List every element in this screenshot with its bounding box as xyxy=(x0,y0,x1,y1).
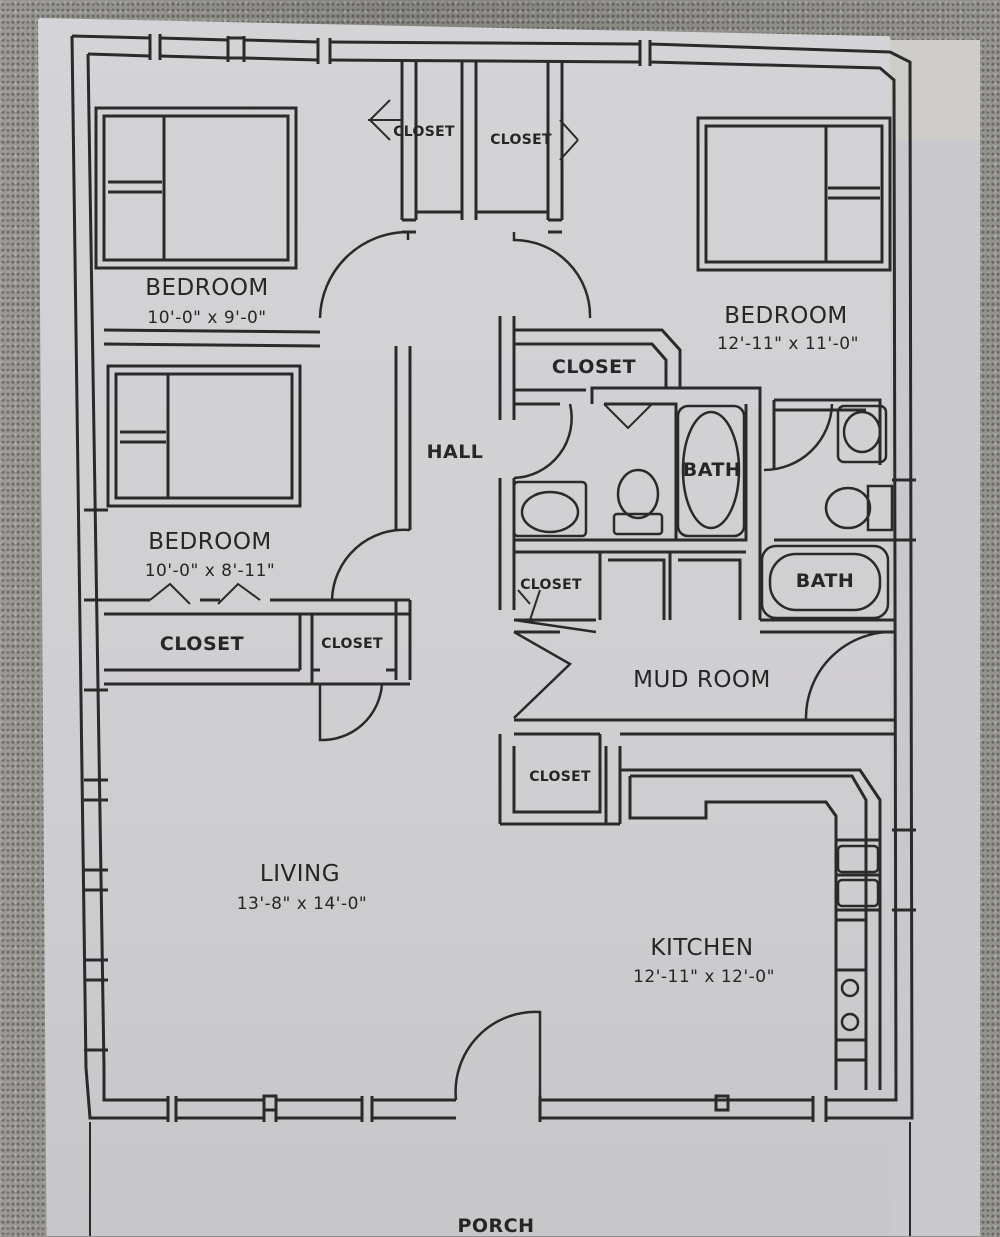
exterior-walls xyxy=(70,34,916,1122)
bedroom-2-size: 12'-11" x 11'-0" xyxy=(717,334,859,354)
bath-1-label: BATH xyxy=(682,459,742,481)
bedroom-3-size: 10'-0" x 8'-11" xyxy=(144,561,276,581)
bed-top-left xyxy=(94,106,298,270)
kitchen-label: KITCHEN xyxy=(650,935,754,961)
living-label: LIVING xyxy=(259,861,341,887)
closet-kitchen-label: CLOSET xyxy=(529,769,591,785)
kitchen-size: 12'-11" x 12'-0" xyxy=(633,967,775,987)
closet-bedroom-label: CLOSET xyxy=(159,633,245,655)
interior-walls xyxy=(103,60,896,1090)
closet-hall-label: CLOSET xyxy=(321,636,383,652)
bed-top-right xyxy=(696,116,892,272)
door-swings xyxy=(149,99,897,1101)
closet-bath-label: CLOSET xyxy=(551,356,637,378)
porch-outline xyxy=(89,1122,911,1236)
hall-label: HALL xyxy=(426,441,484,463)
closet-top-right-label: CLOSET xyxy=(490,132,552,148)
floor-plan-sheet xyxy=(38,18,890,1236)
bath-fixtures xyxy=(512,404,894,1032)
bedroom-3-label: BEDROOM xyxy=(148,529,272,555)
closet-top-left-label: CLOSET xyxy=(393,124,455,140)
bed-middle-left xyxy=(106,364,302,508)
bedroom-1-size: 10'-0" x 9'-0" xyxy=(147,308,267,328)
bedroom-2-label: BEDROOM xyxy=(724,303,848,329)
porch-label: PORCH xyxy=(457,1215,535,1237)
bedroom-1-label: BEDROOM xyxy=(145,275,269,301)
bath-2-label: BATH xyxy=(795,570,855,592)
closet-mud-label: CLOSET xyxy=(520,577,582,593)
living-size: 13'-8" x 14'-0" xyxy=(236,894,368,914)
mud-room-label: MUD ROOM xyxy=(633,667,771,693)
